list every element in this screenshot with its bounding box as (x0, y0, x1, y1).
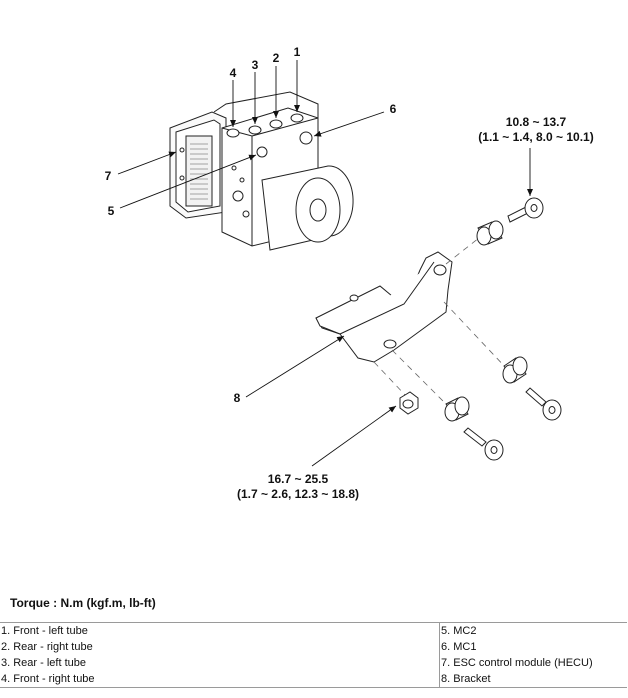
port-5 (256, 146, 268, 158)
grommet-right (502, 356, 528, 384)
legend-item: 4. Front - right tube (0, 671, 440, 688)
torque-lower-value: 16.7 ~ 25.5 (268, 472, 329, 486)
legend-row: 1. Front - left tube 5. MC2 (0, 622, 627, 639)
port-6 (299, 131, 313, 145)
port-3 (248, 125, 262, 135)
esc-control-module (169, 111, 227, 219)
bolt-lower (463, 427, 504, 461)
callout-1: 1 (294, 45, 301, 59)
legend-item: 8. Bracket (439, 671, 627, 688)
callout-8: 8 (234, 391, 241, 405)
callout-3: 3 (252, 58, 259, 72)
callout-4: 4 (230, 66, 237, 80)
callout-5: 5 (108, 204, 115, 218)
legend-item: 7. ESC control module (HECU) (441, 657, 593, 669)
legend-row: 4. Front - right tube 8. Bracket (0, 671, 627, 688)
bolt-upper (507, 197, 544, 223)
callout-6: 6 (390, 102, 397, 116)
legend-item: 6. MC1 (441, 641, 477, 653)
pump-motor (261, 165, 354, 251)
torque-unit-title: Torque : N.m (kgf.m, lb-ft) (10, 596, 156, 610)
legend-row: 2. Rear - right tube 6. MC1 (0, 639, 627, 655)
legend-item: 1. Front - left tube (0, 622, 440, 639)
port-1 (290, 113, 304, 123)
legend-item: 2. Rear - right tube (0, 639, 440, 655)
grommet-lower (444, 396, 470, 422)
port-2 (269, 119, 283, 129)
callout-7: 7 (105, 169, 112, 183)
torque-upper-value: 10.8 ~ 13.7 (506, 115, 567, 129)
grommet-upper (476, 220, 504, 246)
parts-legend-table: 1. Front - left tube 5. MC2 2. Rear - ri… (0, 622, 627, 688)
legend-item: 5. MC2 (439, 622, 627, 639)
bolt-right (525, 387, 562, 421)
nut (399, 391, 419, 415)
mounting-bracket (315, 251, 453, 363)
hecu-unit (169, 91, 354, 251)
callout-2: 2 (273, 51, 280, 65)
port-4 (226, 128, 240, 138)
legend-row: 3. Rear - left tube 7. ESC control modul… (0, 655, 627, 671)
abs-hecu-assembly-diagram: 1 2 3 4 5 6 7 8 10.8 ~ 13.7 (1.1 ~ 1.4, … (105, 45, 594, 501)
torque-lower-alt: (1.7 ~ 2.6, 12.3 ~ 18.8) (237, 487, 359, 501)
torque-upper-alt: (1.1 ~ 1.4, 8.0 ~ 10.1) (478, 130, 593, 144)
legend-item: 3. Rear - left tube (0, 655, 440, 671)
